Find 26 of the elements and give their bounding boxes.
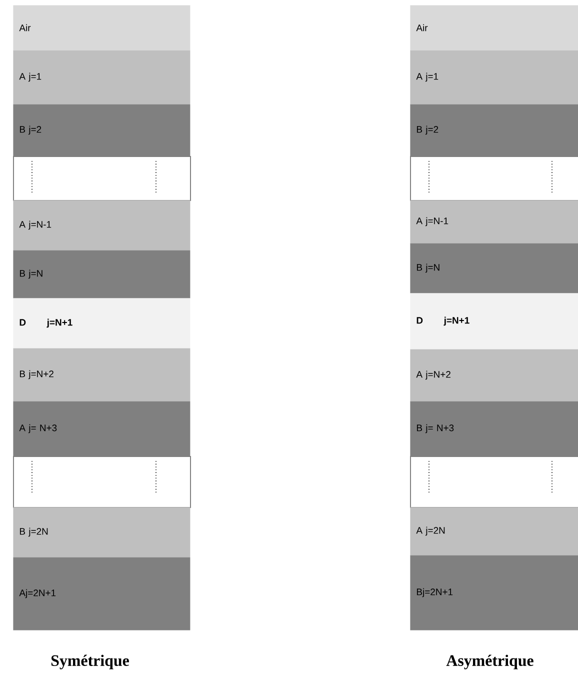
layer-band: A j=N-1 (13, 200, 190, 250)
layer-band: B j=N+2 (13, 348, 190, 402)
column-title: Symétrique (51, 654, 129, 670)
blank-band (13, 156, 191, 201)
layer-band: B j= N+3 (410, 401, 578, 456)
layer-band: A j=2N (410, 507, 578, 556)
layer-band: D j=N+1 (410, 293, 578, 350)
blank-band (410, 156, 578, 201)
layer-band: A j= N+3 (13, 401, 190, 456)
layer-band: A j=N+2 (410, 349, 578, 402)
layer-band: A j=1 (410, 50, 578, 104)
layer-band: B j=2N (13, 507, 190, 558)
layer-band: B j=N (13, 250, 190, 298)
layer-band: Bj=2N+1 (410, 555, 578, 630)
layer-band: B j=2 (13, 104, 190, 156)
layer-band: Aj=2N+1 (13, 557, 190, 630)
blank-band (13, 456, 191, 508)
layer-band: D j=N+1 (13, 298, 190, 348)
layer-band: A j=1 (13, 50, 190, 104)
layer-band: B j=2 (410, 104, 578, 156)
blank-band (410, 456, 578, 508)
column-title: Asymétrique (446, 654, 534, 670)
layer-band: Air (13, 5, 190, 50)
layer-band: Air (410, 5, 578, 50)
layer-band: B j=N (410, 243, 578, 294)
layer-band: A j=N-1 (410, 200, 578, 244)
